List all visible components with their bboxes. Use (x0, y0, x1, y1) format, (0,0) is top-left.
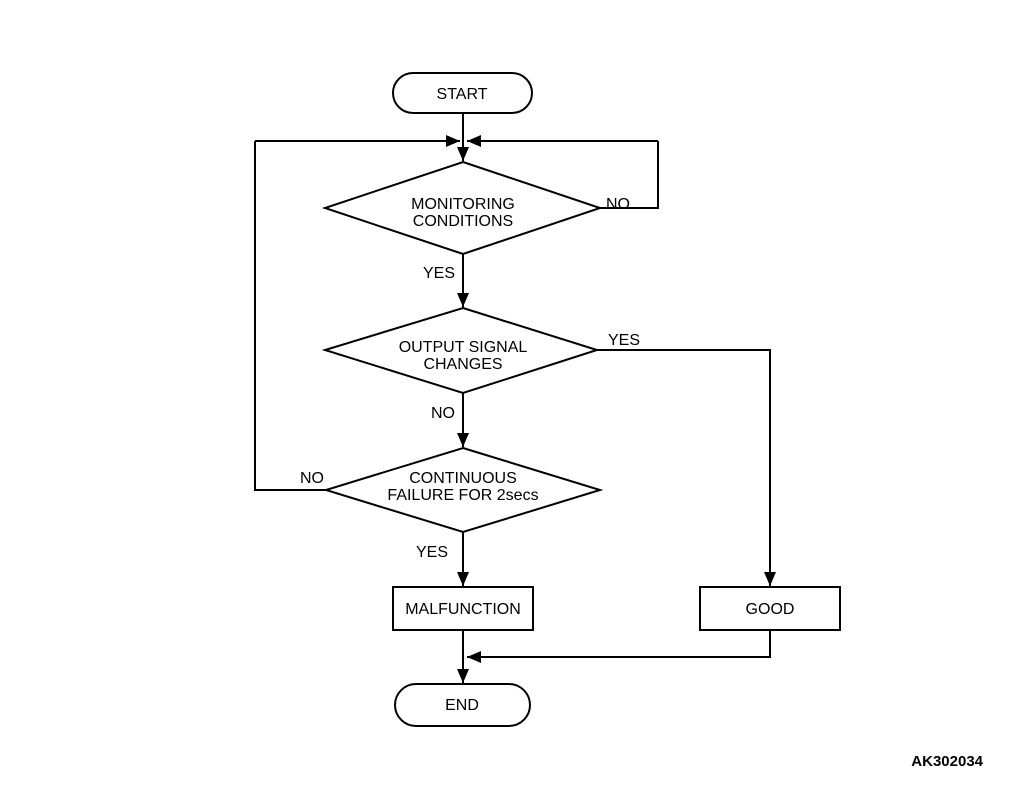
monitoring-conditions-label-line2: CONDITIONS (413, 213, 513, 230)
output-signal-changes-label-line2: CHANGES (423, 356, 502, 373)
output-no-label: NO (431, 405, 455, 422)
edge-continuous-no-loop (254, 141, 326, 491)
start-label: START (437, 86, 488, 103)
monitoring-no-label: NO (606, 196, 630, 213)
end-node (394, 683, 531, 727)
continuous-failure-label-line2: FAILURE FOR 2secs (387, 487, 538, 504)
good-label: GOOD (746, 601, 795, 618)
output-yes-label: YES (608, 332, 640, 349)
edge-output-yes (597, 349, 776, 586)
continuous-yes-label: YES (416, 544, 448, 561)
output-signal-changes-decision (321, 306, 601, 395)
monitoring-yes-label: YES (423, 265, 455, 282)
good-node (699, 586, 841, 631)
malfunction-node (392, 586, 534, 631)
edge-good-merge (467, 630, 771, 663)
continuous-failure-label-line1: CONTINUOUS (409, 470, 517, 487)
end-label: END (445, 697, 479, 714)
continuous-no-label: NO (300, 470, 324, 487)
continuous-failure-decision (322, 446, 604, 534)
start-node (392, 72, 533, 114)
monitoring-conditions-decision (321, 160, 604, 256)
monitoring-conditions-label-line1: MONITORING (411, 196, 515, 213)
edge-monitoring-no-loop (600, 141, 659, 209)
output-signal-changes-label-line1: OUTPUT SIGNAL (399, 339, 528, 356)
figure-code: AK302034 (911, 753, 983, 770)
malfunction-label: MALFUNCTION (405, 601, 521, 618)
